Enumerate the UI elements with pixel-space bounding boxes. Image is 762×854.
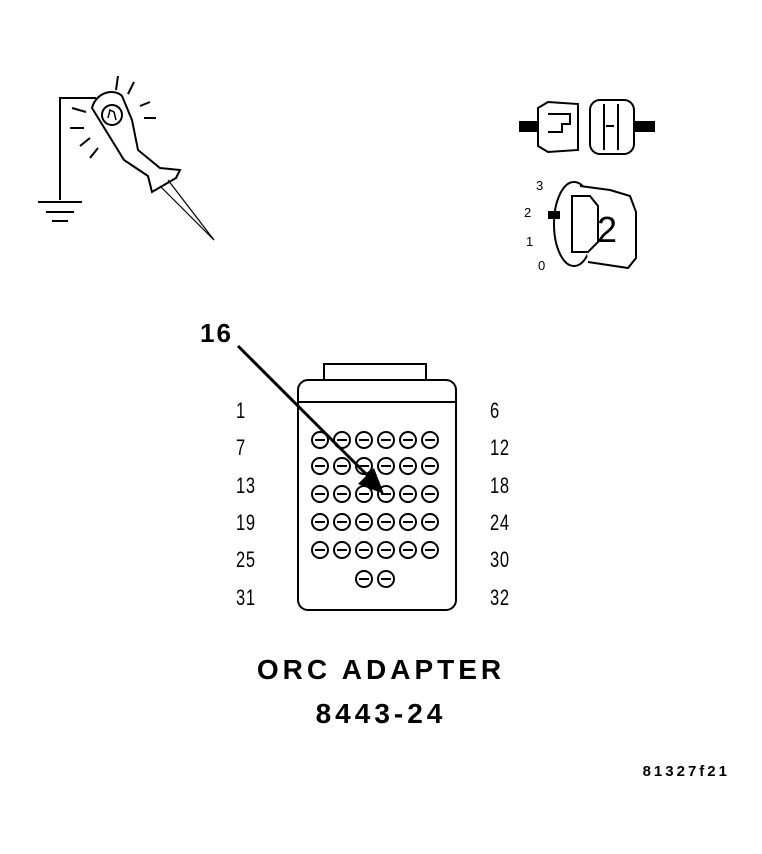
pin-label-left: 13 (236, 473, 256, 498)
arrow-icon (236, 344, 384, 494)
adapter-part-number: 8443-24 (315, 698, 447, 729)
pin-label-right: 32 (490, 585, 510, 610)
pin-grid (311, 431, 439, 588)
pin-label-right: 24 (490, 510, 510, 535)
pin-label-right: 30 (490, 547, 510, 572)
pin-label-left: 7 (236, 435, 246, 460)
pin-label-left: 19 (236, 510, 256, 535)
ignition-position-label: 0 (538, 258, 545, 273)
ignition-position-label: 1 (526, 234, 533, 249)
ignition-switch-icon: 2 (548, 181, 637, 270)
adapter-title: ORC ADAPTER (256, 654, 506, 685)
pin-label-left: 25 (236, 547, 256, 572)
pin-label-right: 6 (490, 398, 500, 423)
ignition-position-label: 2 (524, 205, 531, 220)
pin-label-left: 31 (236, 585, 256, 610)
pin-label-right: 12 (490, 435, 510, 460)
pin-label-right: 18 (490, 473, 510, 498)
pin-label-left: 1 (236, 398, 246, 423)
connector-disconnect-icon (519, 99, 655, 155)
test-light-icon (38, 75, 215, 241)
ground-symbol-icon (38, 201, 82, 222)
ignition-position-label: 3 (536, 178, 543, 193)
callout-number: 16 (200, 318, 233, 348)
ignition-key-number: 2 (597, 209, 617, 250)
figure-id: 81327f21 (642, 763, 730, 780)
